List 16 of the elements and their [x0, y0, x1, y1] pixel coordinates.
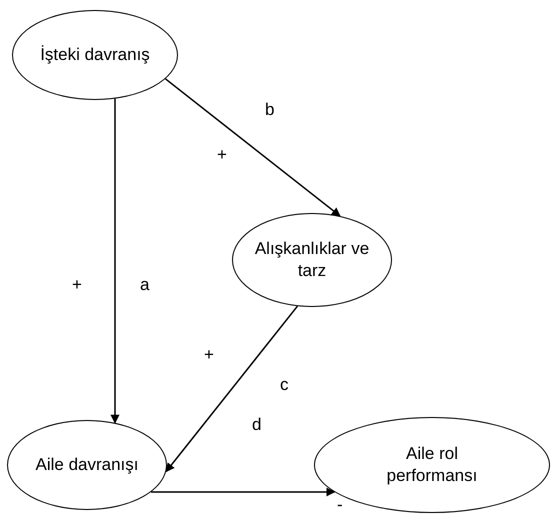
arrow: [151, 488, 336, 496]
node-label: Aile davranışı: [36, 454, 138, 476]
edge-annotation: a: [140, 275, 150, 295]
edge-annotation: c: [280, 375, 288, 395]
node-label: Alışkanlıklar ve tarz: [254, 238, 370, 282]
arrow: [166, 306, 298, 472]
edge-annotation: +: [72, 275, 82, 295]
edge-annotation: +: [204, 345, 214, 365]
edge-annotation: d: [252, 415, 262, 435]
arrow: [110, 98, 120, 424]
edge-annotation: -: [337, 495, 343, 515]
edge-annotation: +: [217, 145, 227, 165]
edge-annotation: b: [265, 100, 274, 120]
node-label: İşteki davranış: [40, 44, 150, 66]
arrow: [164, 78, 341, 217]
node-label: Aile rol performansı: [386, 443, 478, 487]
